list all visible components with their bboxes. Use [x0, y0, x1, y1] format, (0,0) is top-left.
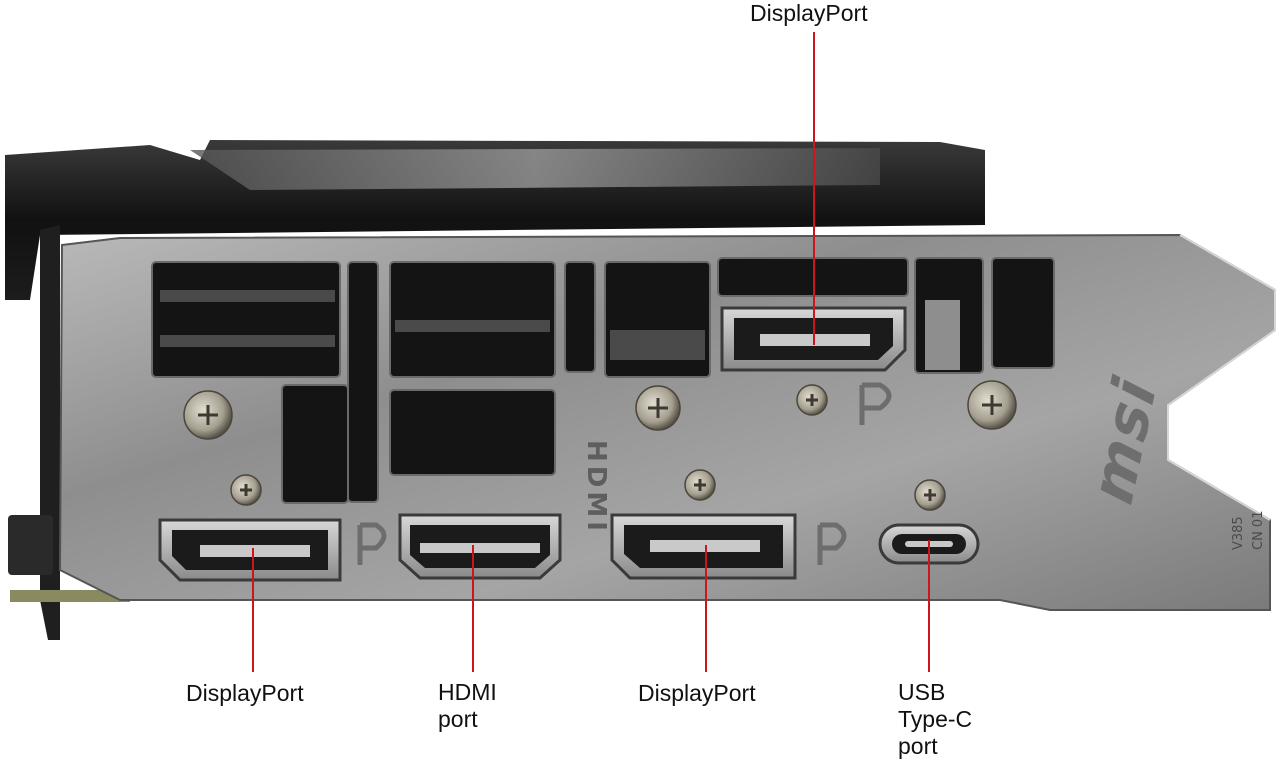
hdmi-label-line2: port [438, 706, 478, 732]
engraving-code-1: V385 [1231, 516, 1246, 550]
left-displayport-label: DisplayPort [186, 680, 304, 706]
displayport-bottom-left-connector [158, 518, 342, 582]
hdmi-label-line1: HDMI [438, 679, 497, 705]
displayport-bottom-right-connector [610, 513, 797, 580]
top-displayport-text: DisplayPort [750, 0, 868, 26]
usb-type-c-label: USB Type-C port [898, 679, 972, 760]
engraving-code-2: CN 01 [1251, 511, 1266, 550]
right-displayport-text: DisplayPort [638, 680, 756, 706]
cooler-shroud [5, 140, 985, 640]
hdmi-port-label: HDMI port [438, 679, 497, 733]
left-displayport-text: DisplayPort [186, 680, 304, 706]
usbc-label-line2: Type-C [898, 706, 973, 732]
usbc-label-line3: port [898, 733, 938, 759]
screw-cross-slots [198, 394, 1002, 501]
hdmi-connector [398, 513, 562, 580]
heatsink-fins [160, 290, 960, 370]
hdmi-engraving: HDMI [581, 440, 611, 535]
bracket-engravings [357, 382, 892, 565]
usbc-label-line1: USB [898, 679, 946, 705]
right-displayport-label: DisplayPort [638, 680, 756, 706]
top-displayport-label: DisplayPort [750, 0, 868, 26]
callout-leader-lines [252, 32, 930, 672]
